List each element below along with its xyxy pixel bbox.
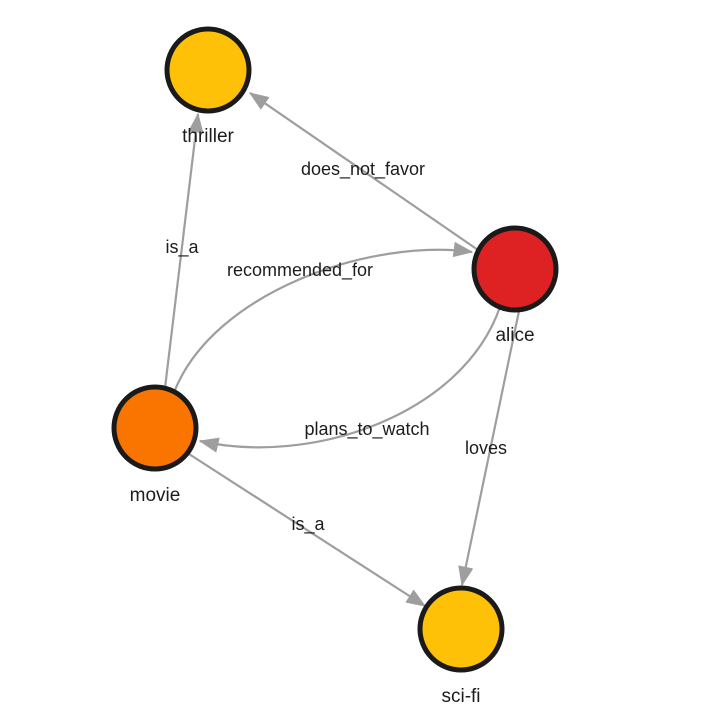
nodes-layer <box>111 26 559 673</box>
edge-label-plans-to-watch: plans_to_watch <box>304 419 429 440</box>
edge-labels-layer: does_not_favor is_a recommended_for plan… <box>165 159 507 535</box>
edge-alice-movie[interactable] <box>198 306 502 453</box>
edge-label-loves: loves <box>465 438 507 458</box>
node-label-sci-fi: sci-fi <box>441 686 480 707</box>
node-label-alice: alice <box>495 325 534 346</box>
node-alice[interactable] <box>471 225 559 313</box>
node-label-thriller: thriller <box>182 126 234 147</box>
node-thriller[interactable] <box>164 26 252 114</box>
node-label-movie: movie <box>130 485 181 506</box>
edge-label-does-not-favor: does_not_favor <box>301 159 425 180</box>
node-movie[interactable] <box>111 384 199 472</box>
edge-label-is-a-thriller: is_a <box>165 237 199 258</box>
edge-alice-thriller[interactable] <box>248 92 479 251</box>
edge-label-recommended-for: recommended_for <box>227 260 373 281</box>
edge-alice-scifi[interactable] <box>458 310 521 587</box>
edge-movie-thriller[interactable] <box>163 112 204 389</box>
edge-movie-alice[interactable] <box>173 241 474 391</box>
edge-movie-scifi[interactable] <box>188 453 427 607</box>
node-sci-fi[interactable] <box>417 585 505 673</box>
edge-label-is-a-scifi: is_a <box>291 514 325 535</box>
node-labels-layer: thriller alice movie sci-fi <box>130 126 535 707</box>
edges-layer <box>163 92 521 607</box>
